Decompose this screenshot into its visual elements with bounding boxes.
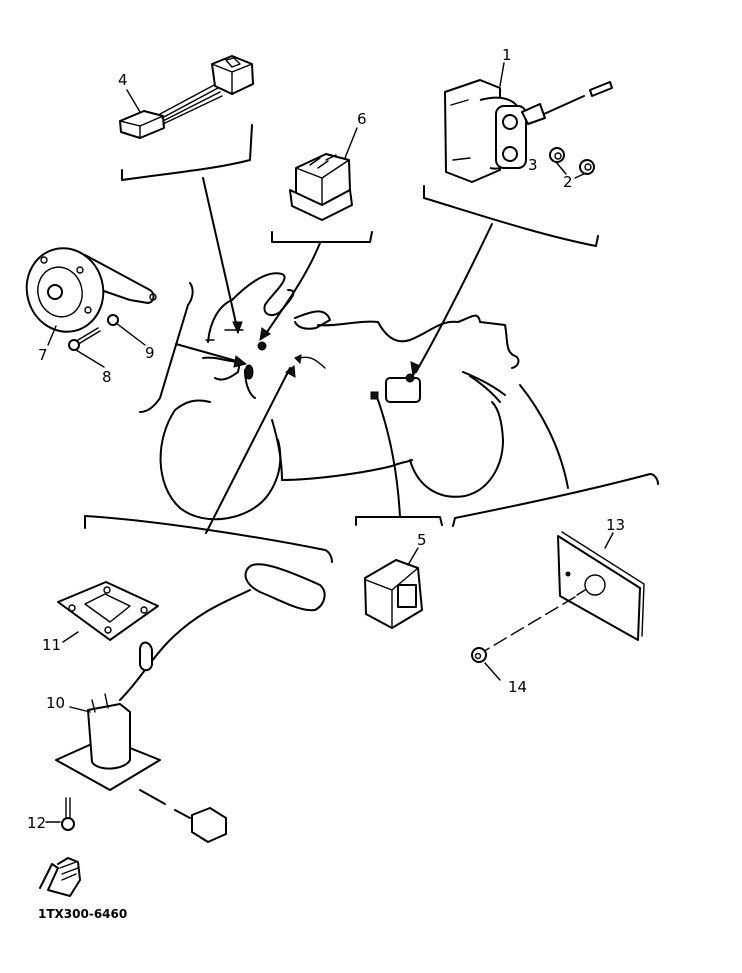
group-brackets [84,124,659,563]
part-5-flasher-relay [364,559,423,629]
hand-pointer-icon [39,857,81,897]
callout-4: 4 [118,71,128,89]
drawing-code: 1TX300-6460 [38,907,127,921]
part-3-washer [549,147,565,163]
callout-7: 7 [38,346,48,364]
part-4-wire-harness [119,55,254,139]
callout-3: 3 [528,156,538,174]
callout-9: 9 [145,344,155,362]
callout-5: 5 [417,531,427,549]
part-12-bolt [61,797,75,831]
part-7-horn [25,247,157,333]
callout-12: 12 [27,814,46,832]
callout-14: 14 [508,678,527,696]
part-10-fuel-sender [55,563,326,843]
callout-8: 8 [102,368,112,386]
callout-6: 6 [357,110,367,128]
part-8-bolt [68,327,101,351]
part-6-relay [289,153,353,221]
callout-10: 10 [46,694,65,712]
callout-13: 13 [606,516,625,534]
part-14-nut [471,647,487,663]
part-9-washer [107,314,119,326]
part-1-starter-relay [444,79,613,183]
part-13-axis-line [485,596,576,651]
part-2-nut [579,159,595,175]
callout-11: 11 [42,636,61,654]
part-11-gasket [57,581,159,641]
callout-2: 2 [563,173,573,191]
part-13-reflector [557,531,645,641]
motorcycle-outline [159,272,520,521]
callout-leaders [45,62,614,823]
callout-labels: 1 2 3 4 5 6 7 8 9 10 11 12 13 14 [27,46,625,832]
callout-1: 1 [502,46,512,64]
